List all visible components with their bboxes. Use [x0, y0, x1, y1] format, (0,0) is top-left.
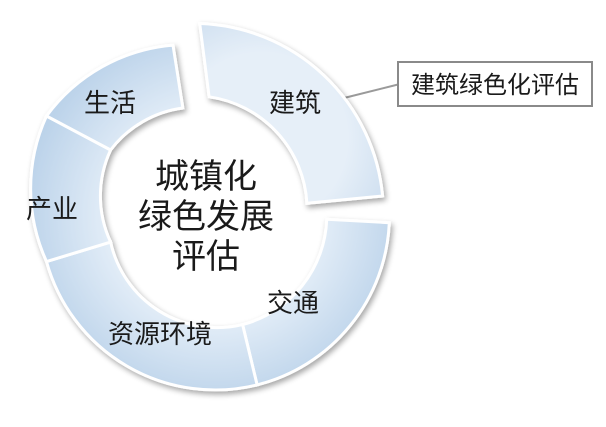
callout-leader [343, 83, 401, 99]
center-line-2: 绿色发展 [138, 197, 274, 237]
center-label: 城镇化 绿色发展 评估 [138, 157, 274, 277]
segment-label-industry: 产业 [26, 195, 78, 225]
segment-resources [44, 240, 259, 392]
segment-label-resources: 资源环境 [108, 320, 212, 350]
segment-label-building: 建筑 [269, 89, 321, 119]
ring-segments [29, 21, 391, 392]
segment-label-life: 生活 [84, 89, 136, 119]
segment-building [197, 21, 385, 205]
center-line-3: 评估 [172, 237, 240, 277]
callout-border [397, 61, 593, 107]
segment-label-transport: 交通 [267, 289, 319, 319]
callout-label: 建筑绿色化评估 [411, 71, 579, 99]
callout-box: 建筑绿色化评估 [397, 61, 593, 107]
segment-life [44, 43, 185, 152]
center-line-1: 城镇化 [155, 157, 257, 197]
